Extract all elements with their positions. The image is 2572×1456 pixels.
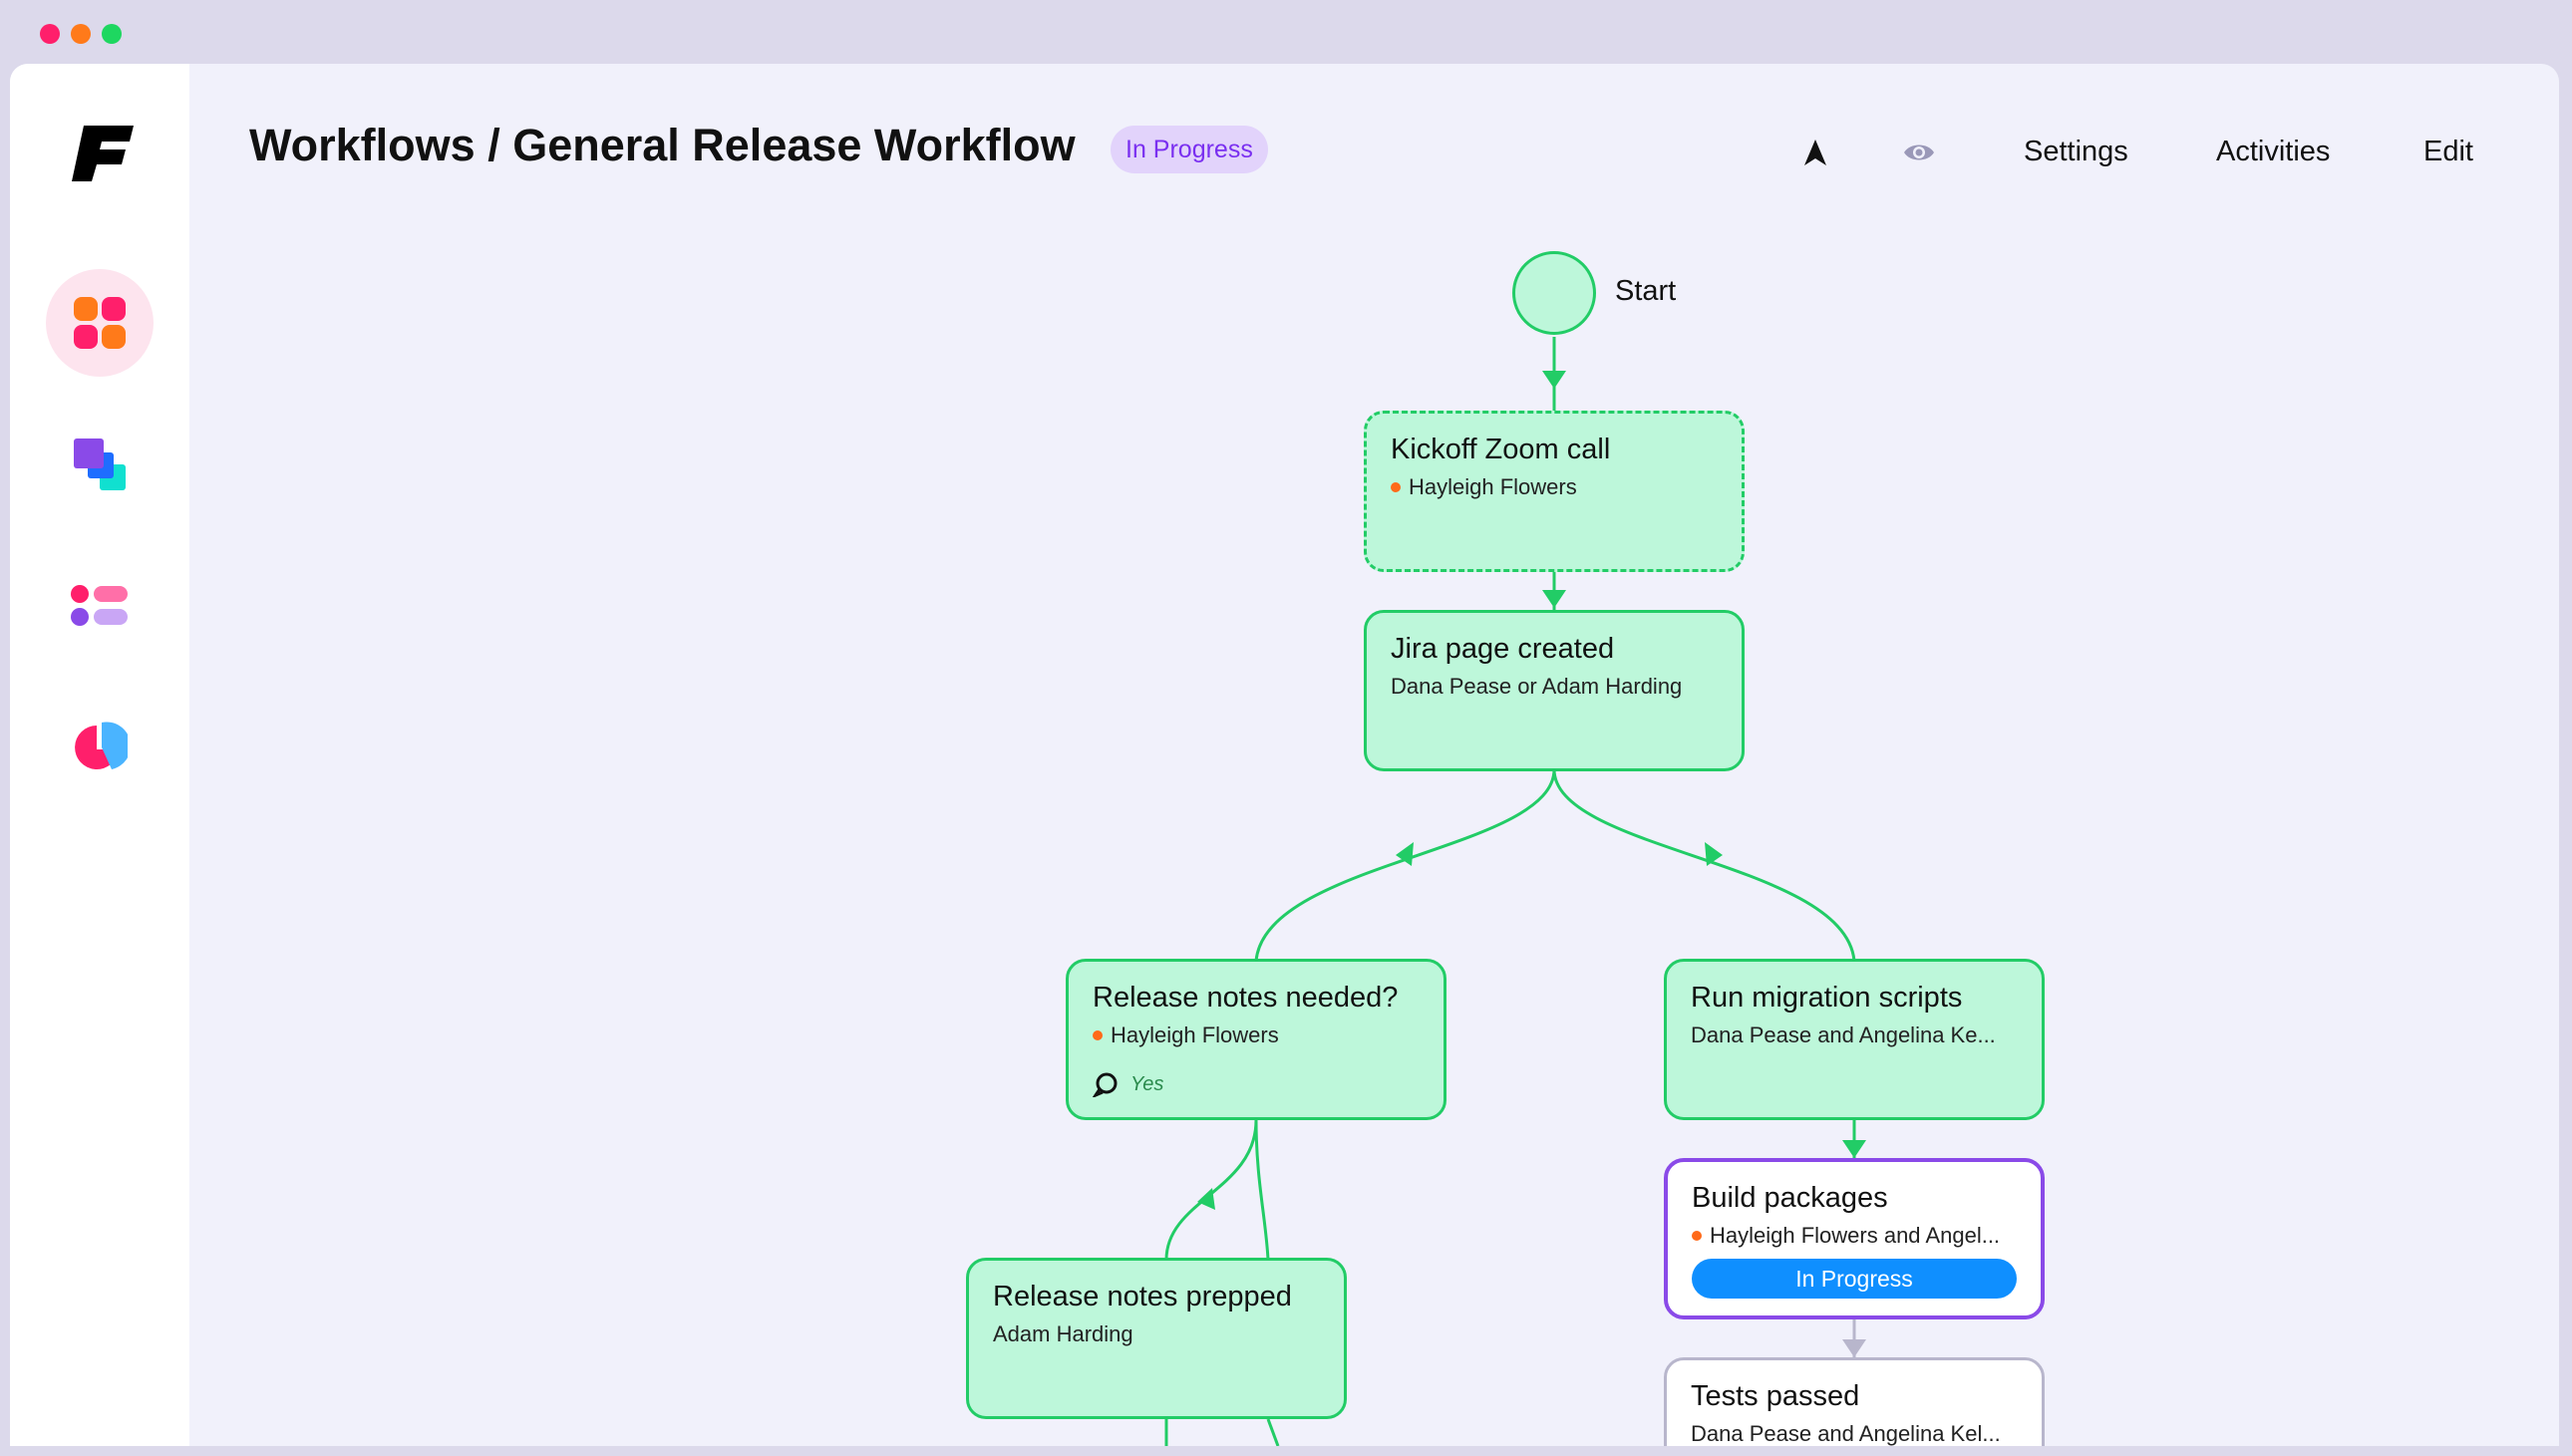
pending-dot xyxy=(1391,482,1401,492)
window-controls xyxy=(40,24,122,44)
app-window: Workflows / General Release Workflow In … xyxy=(10,64,2559,1446)
connector-arrow xyxy=(1705,842,1723,866)
grid-apps-icon xyxy=(74,297,126,349)
connector-arrow xyxy=(1842,1339,1866,1357)
assignee-name: Hayleigh Flowers xyxy=(1409,474,1577,499)
assignee-name: Dana Pease or Adam Harding xyxy=(1391,674,1683,699)
connector-arrow xyxy=(1842,1140,1866,1158)
workflow-connectors xyxy=(1164,337,1866,1446)
assignee-name: Hayleigh Flowers xyxy=(1111,1022,1279,1047)
assignee-name: Dana Pease and Angelina Kel... xyxy=(1691,1421,2001,1446)
start-label: Start xyxy=(1615,275,1677,307)
node-assignee: Dana Pease and Angelina Ke... xyxy=(1691,1022,2018,1048)
workflow-node-migration[interactable]: Run migration scripts Dana Pease and Ang… xyxy=(1664,959,2045,1120)
workflow-node-release-notes-prepped[interactable]: Release notes prepped Adam Harding xyxy=(966,1258,1347,1419)
node-status-button[interactable]: In Progress xyxy=(1692,1259,2017,1299)
maximize-dot[interactable] xyxy=(102,24,122,44)
minimize-dot[interactable] xyxy=(71,24,91,44)
node-assignee: Adam Harding xyxy=(993,1321,1320,1347)
f-logo-icon[interactable] xyxy=(72,122,136,185)
close-dot[interactable] xyxy=(40,24,60,44)
node-assignee: Dana Pease and Angelina Kel... xyxy=(1691,1421,2018,1446)
assignee-name: Hayleigh Flowers and Angel... xyxy=(1710,1223,2001,1248)
comment-icon xyxy=(1093,1072,1118,1097)
pending-dot xyxy=(1692,1231,1702,1241)
sidebar-item-analytics[interactable] xyxy=(46,694,154,801)
eye-icon[interactable] xyxy=(1902,138,1934,167)
node-title: Tests passed xyxy=(1691,1380,1860,1412)
node-assignee: Dana Pease or Adam Harding xyxy=(1391,674,1718,700)
activities-link[interactable]: Activities xyxy=(2216,136,2331,167)
node-title: Kickoff Zoom call xyxy=(1391,434,1611,465)
node-answer: Yes xyxy=(1093,1071,1163,1097)
node-assignee: Hayleigh Flowers and Angel... xyxy=(1692,1223,2017,1249)
workflow-node-release-notes-needed[interactable]: Release notes needed? Hayleigh Flowers Y… xyxy=(1066,959,1447,1120)
node-title: Run migration scripts xyxy=(1691,982,1963,1014)
pending-dot xyxy=(1093,1030,1103,1040)
sidebar-item-dashboard[interactable] xyxy=(46,269,154,377)
sidebar xyxy=(10,64,189,1446)
workflow-node-tests-passed[interactable]: Tests passed Dana Pease and Angelina Kel… xyxy=(1664,1357,2045,1446)
workflow-status-badge: In Progress xyxy=(1111,126,1268,173)
workflow-node-build-packages[interactable]: Build packages Hayleigh Flowers and Ange… xyxy=(1664,1158,2045,1319)
workflow-node-kickoff[interactable]: Kickoff Zoom call Hayleigh Flowers xyxy=(1364,411,1745,572)
connector-arrow xyxy=(1542,590,1566,608)
settings-link[interactable]: Settings xyxy=(2024,136,2128,167)
layers-icon xyxy=(74,438,126,490)
node-title: Build packages xyxy=(1692,1182,1888,1214)
connector-arrow xyxy=(1396,842,1414,866)
edit-link[interactable]: Edit xyxy=(2423,136,2473,167)
main-area: Workflows / General Release Workflow In … xyxy=(189,64,2559,1446)
pie-chart-icon xyxy=(75,722,128,769)
node-title: Release notes prepped xyxy=(993,1281,1292,1312)
page-title: Workflows / General Release Workflow xyxy=(249,120,1076,170)
list-icon xyxy=(71,585,128,626)
start-node[interactable] xyxy=(1512,251,1596,335)
sidebar-item-layers[interactable] xyxy=(46,411,154,518)
navigation-arrow-icon[interactable] xyxy=(1800,138,1830,167)
workflow-node-jira[interactable]: Jira page created Dana Pease or Adam Har… xyxy=(1364,610,1745,771)
connector-arrow xyxy=(1197,1188,1215,1210)
connector-arrow xyxy=(1542,371,1566,389)
sidebar-item-list[interactable] xyxy=(46,552,154,660)
node-title: Release notes needed? xyxy=(1093,982,1399,1014)
node-title: Jira page created xyxy=(1391,633,1615,665)
answer-text: Yes xyxy=(1130,1072,1164,1095)
node-assignee: Hayleigh Flowers xyxy=(1093,1022,1420,1048)
assignee-name: Adam Harding xyxy=(993,1321,1133,1346)
assignee-name: Dana Pease and Angelina Ke... xyxy=(1691,1022,1996,1047)
node-assignee: Hayleigh Flowers xyxy=(1391,474,1718,500)
